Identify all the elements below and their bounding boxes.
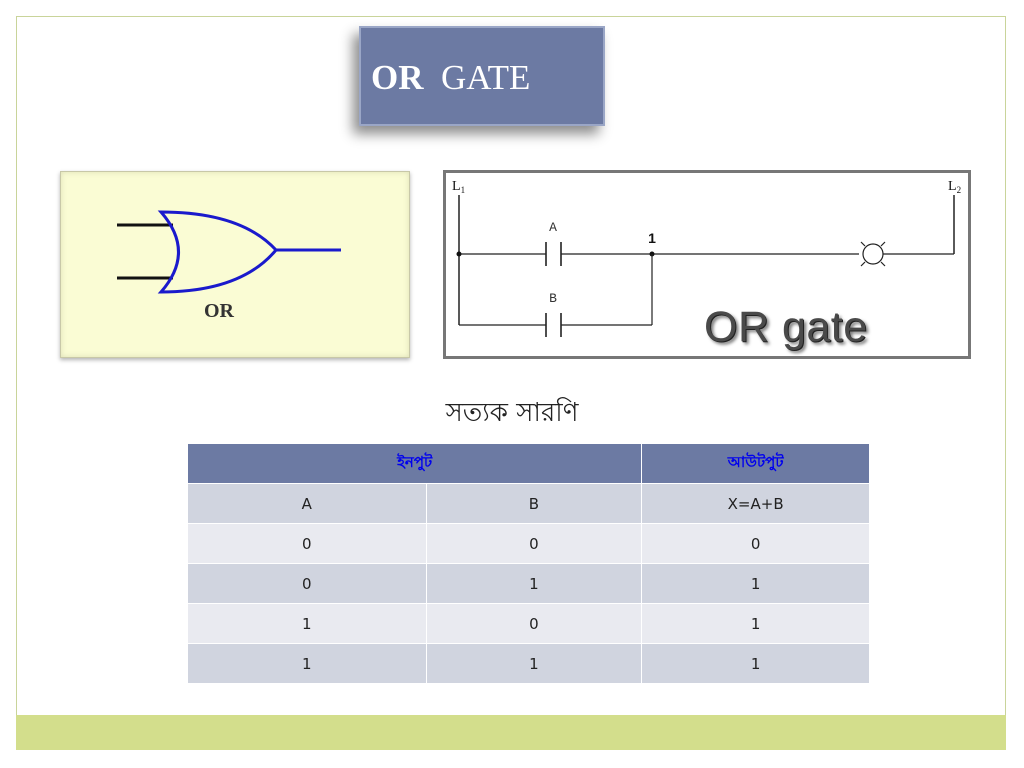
table-row: 1 0 1	[187, 603, 870, 644]
truth-table: ইনপুট আউটপুট A B X=A+B 0 0 0 0 1 1 1 0 1…	[186, 443, 870, 684]
table-cell: 1	[425, 563, 643, 604]
table-cell: 1	[641, 563, 870, 604]
group-header-row: ইনপুট আউটপুট	[186, 443, 870, 484]
input-group-header: ইনপুট	[186, 443, 643, 484]
or-gate-symbol-panel: OR	[60, 171, 410, 358]
table-row: 1 1 1	[187, 643, 870, 684]
table-cell: 0	[187, 523, 427, 564]
table-cell: 1	[187, 643, 427, 684]
title-box: OR GATE	[359, 26, 605, 126]
ladder-diagram-panel: L1 L2 A 1 B OR gate	[443, 170, 971, 359]
table-cell: 1	[425, 643, 643, 684]
column-header-a: A	[187, 483, 427, 524]
page-title: OR GATE	[371, 58, 530, 98]
gate-label: OR	[204, 300, 235, 322]
rail-right-label: L2	[948, 179, 961, 195]
junction-left	[456, 251, 462, 257]
ladder-diagram: L1 L2 A 1 B	[452, 179, 961, 337]
table-cell: 0	[641, 523, 870, 564]
table-cell: 1	[187, 603, 427, 644]
or-gate-icon: OR	[117, 210, 341, 322]
table-cell: 0	[187, 563, 427, 604]
title-regular: GATE	[441, 58, 531, 97]
lamp-icon	[860, 241, 886, 267]
rail-left-label: L1	[452, 179, 465, 195]
truth-table-heading: সত্যক সারণি	[445, 398, 579, 428]
ladder-caption: OR gate	[704, 303, 868, 351]
column-header-output: X=A+B	[641, 483, 870, 524]
table-cell: 0	[425, 523, 643, 564]
output-group-header: আউটপুট	[641, 443, 870, 484]
title-bold: OR	[371, 58, 424, 97]
footer-bar	[16, 715, 1006, 750]
column-header-b: B	[425, 483, 643, 524]
node-label: 1	[648, 230, 656, 246]
or-gate-body	[157, 210, 278, 294]
column-header-row: A B X=A+B	[187, 483, 870, 524]
table-row: 0 1 1	[187, 563, 870, 604]
contact-b-label: B	[549, 291, 557, 306]
table-row: 0 0 0	[187, 523, 870, 564]
table-cell: 1	[641, 643, 870, 684]
contact-a-label: A	[549, 220, 557, 235]
table-cell: 0	[425, 603, 643, 644]
table-cell: 1	[641, 603, 870, 644]
